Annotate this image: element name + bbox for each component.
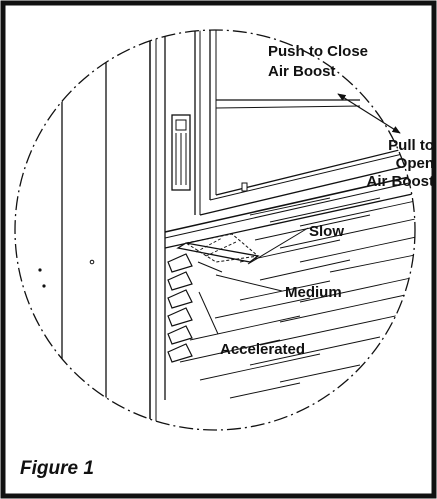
panel-dot — [42, 284, 46, 288]
figure-caption: Figure 1 — [20, 458, 94, 479]
pull-label-line1: Pull to — [388, 137, 434, 154]
slow-label: Slow — [309, 223, 344, 240]
push-pull-arrow — [337, 93, 401, 134]
detail-circle — [14, 29, 416, 431]
accelerated-label: Accelerated — [220, 341, 305, 358]
accelerated-leader — [198, 291, 219, 335]
panel-dot — [89, 259, 95, 265]
push-label-line2: Air Boost — [268, 63, 336, 80]
medium-label: Medium — [285, 284, 342, 301]
push-label-line1: Push to Close — [268, 43, 368, 60]
pull-label-line2: Open — [396, 155, 434, 172]
lever-knob — [241, 182, 248, 192]
slow-leader — [247, 227, 309, 265]
air-louvers — [167, 253, 193, 363]
pull-label-line3: Air Boost — [367, 173, 435, 190]
surface-hatching — [179, 197, 415, 399]
enlarged-detail — [38, 30, 415, 430]
panel-dot — [38, 268, 42, 272]
medium-leader — [215, 274, 283, 292]
